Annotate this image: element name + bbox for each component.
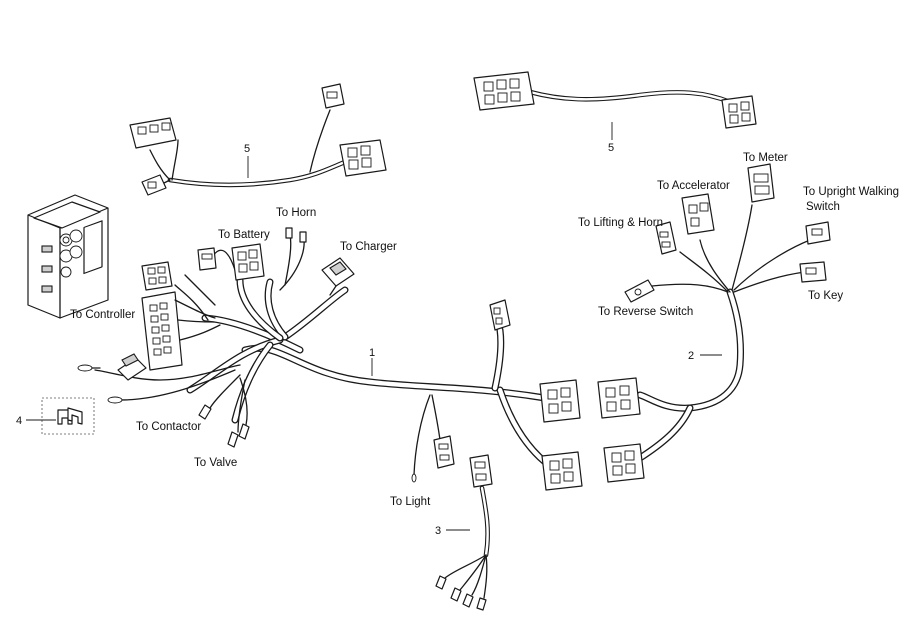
connector-main-right-upper	[539, 379, 581, 423]
callout-item-5-left: 5	[244, 143, 250, 155]
label-to-meter: To Meter	[743, 152, 788, 164]
label-to-accelerator: To Accelerator	[657, 180, 730, 192]
harness-item-3	[435, 454, 493, 611]
connector-main-right-lower	[541, 451, 583, 491]
label-to-controller: To Controller	[70, 309, 135, 321]
connector-center-top	[489, 299, 511, 331]
label-to-key: To Key	[808, 290, 843, 302]
label-to-upright-walking: To Upright Walking	[803, 186, 899, 198]
connector-4pin-left	[141, 261, 173, 291]
item-5-left-connector-b	[141, 174, 167, 196]
label-to-valve: To Valve	[194, 457, 237, 469]
small-connector-battery	[197, 247, 217, 271]
item-2-connector-upper	[597, 377, 641, 419]
main-harness-item-1	[77, 227, 583, 491]
harness-item-5-right	[473, 71, 757, 129]
fuse-item-4	[41, 397, 95, 435]
label-to-contactor: To Contactor	[136, 421, 201, 433]
item-3-connector	[469, 454, 493, 488]
item-5-left-connector-a	[129, 117, 177, 149]
item-5-left-connector-c	[321, 83, 345, 109]
label-to-lifting-horn: To Lifting & Horn	[578, 217, 663, 229]
battery-connector	[231, 243, 265, 281]
callout-item-5-right: 5	[608, 142, 614, 154]
harness-item-5-left	[129, 83, 387, 196]
lifting-horn-connector	[655, 221, 677, 255]
meter-connector	[747, 163, 775, 203]
controller-unit	[27, 194, 109, 319]
label-to-horn: To Horn	[276, 207, 316, 219]
leader-lines	[26, 122, 722, 531]
accelerator-connector	[681, 193, 715, 235]
item-2-connector-lower	[603, 443, 645, 483]
light-connector	[411, 435, 455, 483]
key-connector	[799, 261, 827, 283]
label-switch: Switch	[806, 201, 840, 213]
controller-connector	[141, 291, 221, 371]
callout-item-1: 1	[369, 347, 375, 359]
item-5-left-connector-d	[339, 139, 387, 177]
item-5-right-connector-a	[473, 71, 535, 111]
label-to-light: To Light	[390, 496, 431, 508]
charger-connector	[321, 257, 355, 296]
reverse-switch-connector	[624, 279, 655, 303]
harness-item-2	[597, 163, 831, 483]
upright-switch-connector	[805, 221, 831, 245]
callout-item-2: 2	[688, 350, 694, 362]
label-to-battery: To Battery	[218, 229, 270, 241]
item-5-right-connector-b	[721, 95, 757, 129]
label-to-charger: To Charger	[340, 241, 397, 253]
callout-item-3: 3	[435, 525, 441, 537]
callout-item-4: 4	[16, 415, 22, 427]
label-to-reverse-switch: To Reverse Switch	[598, 306, 693, 318]
